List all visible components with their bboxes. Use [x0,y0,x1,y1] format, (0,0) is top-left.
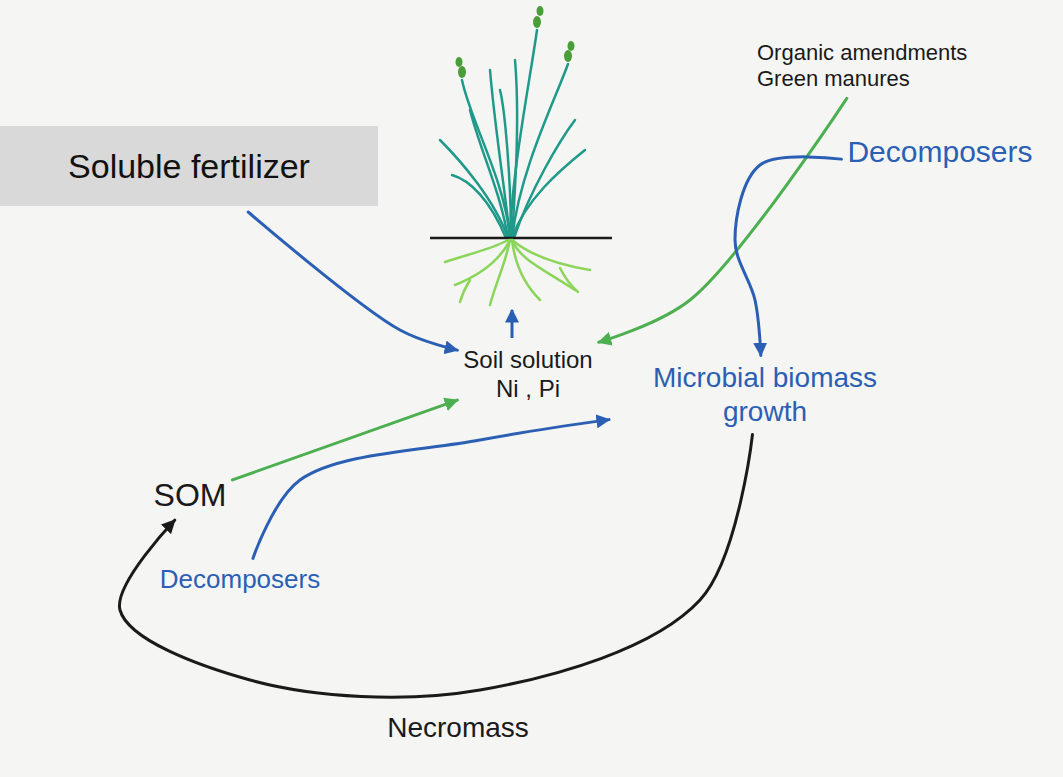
concept-node: SOM [154,476,227,514]
soil-surface-line [430,237,612,240]
leaf [462,80,510,238]
root [490,240,510,305]
leaf [440,140,508,238]
plant-roots [445,240,590,305]
seed-heads [456,6,575,78]
concept-node: Microbial biomass growth [615,361,915,428]
leaf [510,30,537,238]
node-text: Organic amendments Green manures [757,40,987,93]
flow-arrow [119,435,752,698]
seed-head [456,57,463,67]
root [455,240,510,285]
concept-node: Organic amendments Green manures [757,40,987,93]
flow-arrow [232,400,457,480]
seed-head [458,66,466,78]
node-text: Ni , Pi [463,375,592,404]
flow-arrow [735,157,841,356]
concept-node: Decomposers [160,564,320,595]
node-text: SOM [154,476,227,514]
leaf [500,90,511,238]
node-text: Decomposers [847,134,1032,170]
edge-label: Necromass [383,711,533,745]
seed-head [568,41,575,51]
node-text: Microbial biomass growth [615,361,915,428]
leaf [512,60,517,238]
seed-head [533,16,541,28]
seed-head [564,50,572,62]
input-box: Soluble fertilizer [0,126,378,206]
root [560,268,578,292]
node-text: Soluble fertilizer [68,146,310,187]
plant-leaves [440,30,585,238]
concept-node: Soil solutionNi , Pi [463,346,592,404]
flow-arrow [599,98,847,342]
leaf [514,120,575,238]
node-text: Soil solution [463,346,592,375]
root [512,240,575,290]
flow-arrow [248,212,457,350]
root [460,280,470,302]
seed-head [537,6,544,16]
node-text: Decomposers [160,564,320,595]
leaf [512,64,568,238]
concept-node: Decomposers [847,134,1032,170]
root [445,240,508,262]
uptake-arrow [511,310,514,338]
leaf [452,175,506,238]
flow-arrow [253,420,609,559]
